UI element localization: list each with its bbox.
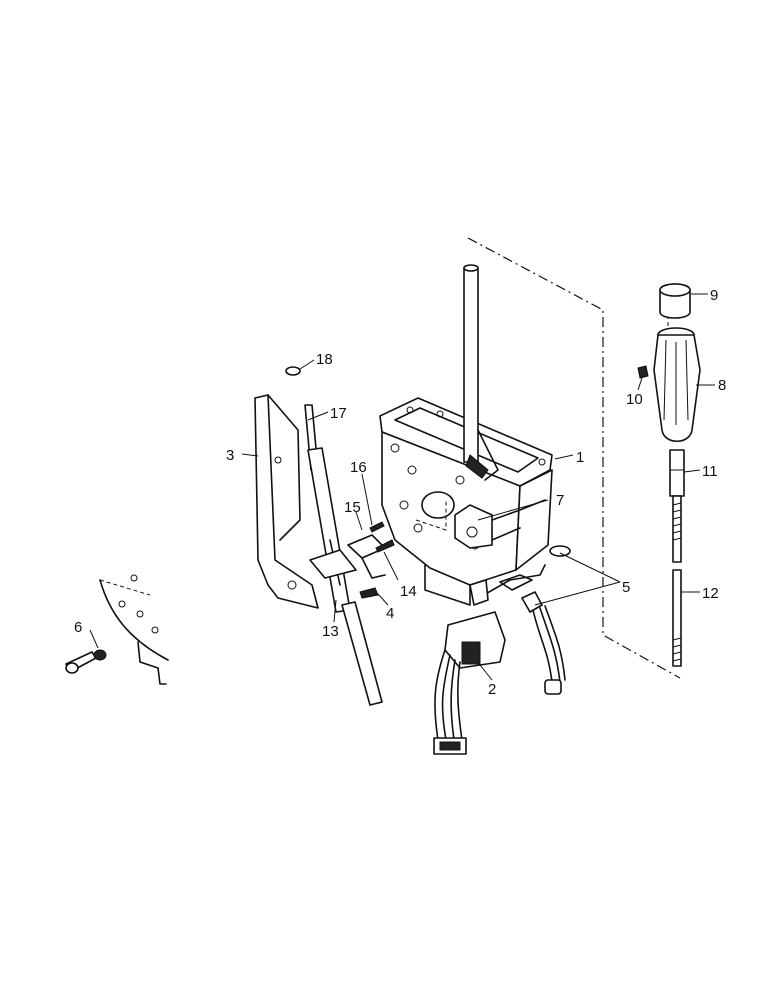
callout-7: 7 xyxy=(556,492,564,509)
callout-13: 13 xyxy=(322,623,339,640)
callout-5: 5 xyxy=(622,579,630,596)
callout-8: 8 xyxy=(718,377,726,394)
callout-16: 16 xyxy=(350,459,367,476)
part-5-cable-parts xyxy=(499,545,571,695)
callout-labels: 1 2 3 4 5 6 7 8 9 10 11 12 13 14 15 16 1… xyxy=(74,287,726,698)
callout-4: 4 xyxy=(386,605,394,622)
callout-10: 10 xyxy=(626,391,643,408)
callout-11: 11 xyxy=(702,463,718,480)
callout-3: 3 xyxy=(226,447,234,464)
callout-17: 17 xyxy=(330,405,347,422)
callout-1: 1 xyxy=(576,449,584,466)
part-3-mounting-plate xyxy=(254,394,319,609)
part-14-bracket xyxy=(309,521,395,599)
callout-18: 18 xyxy=(316,351,333,368)
part-12-rod xyxy=(672,495,682,667)
part-9-knob-cap xyxy=(659,283,691,319)
part-2-switch-harness xyxy=(433,579,506,755)
part-8-knob xyxy=(637,327,701,443)
callout-12: 12 xyxy=(702,585,719,602)
callout-leaders xyxy=(89,293,715,681)
part-1-housing xyxy=(379,264,553,606)
callout-15: 15 xyxy=(344,499,361,516)
callout-6: 6 xyxy=(74,619,82,636)
part-6-detail-inset xyxy=(65,574,169,685)
callout-14: 14 xyxy=(400,583,417,600)
callout-9: 9 xyxy=(710,287,718,304)
part-11-sleeve xyxy=(669,449,685,497)
callout-2: 2 xyxy=(488,681,496,698)
